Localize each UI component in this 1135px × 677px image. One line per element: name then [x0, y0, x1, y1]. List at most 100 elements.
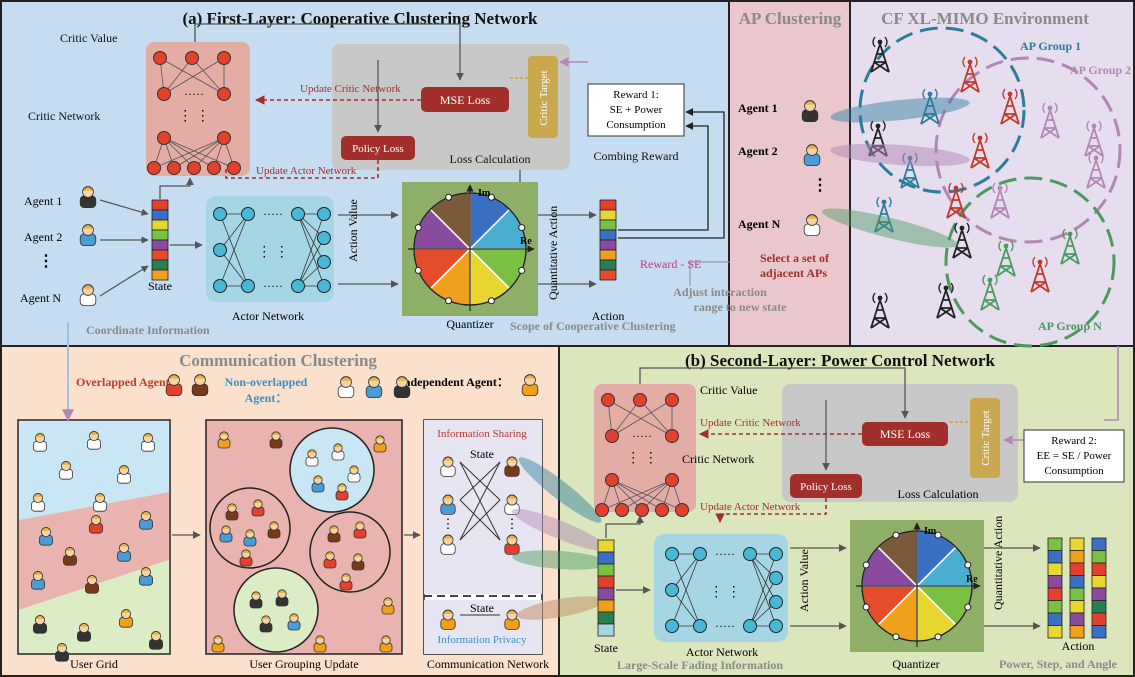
beam-comm-1 [518, 457, 602, 523]
agent-to-state-arrow [99, 265, 149, 297]
communication-network-label: Communication Network [427, 657, 549, 671]
critic-value-label: Critic Value [60, 31, 117, 45]
actor-node [213, 207, 227, 221]
agent-icon [504, 609, 520, 630]
critic-network-a: ⋮ ⋮····· [146, 42, 250, 176]
agent-icon [79, 186, 97, 208]
vector-cell [599, 249, 617, 261]
vector-cell [1069, 562, 1085, 576]
vector-cell [1047, 612, 1063, 626]
ap-tower-icon [1060, 228, 1080, 265]
information-privacy-label: Information Privacy [438, 634, 527, 646]
ap-ellipsis: ⋮ [812, 177, 828, 194]
ap-agent-1-label: Agent 1 [738, 101, 778, 115]
agents-column-a [79, 186, 149, 306]
ap-tower-icon [874, 196, 894, 233]
beam-agent-n [822, 208, 958, 248]
ap-group-1-label: AP Group 1 [1020, 39, 1081, 53]
vector-cell [1069, 550, 1085, 564]
actor-node [665, 547, 679, 561]
vector-cell [1069, 587, 1085, 601]
network-dots: ⋮ [442, 516, 455, 531]
independent-label: Independent Agent： [399, 375, 509, 389]
quantizer-point [518, 224, 526, 232]
critic-node [665, 393, 679, 407]
update-critic-label-b: Update Critic Network [700, 417, 801, 429]
ap-agent-n-label: Agent N [738, 217, 781, 231]
vector-cell [599, 219, 617, 231]
vector-cell [1047, 575, 1063, 589]
critic-edge [621, 479, 673, 511]
agent-2-label-a: Agent 2 [24, 230, 62, 244]
actor-network-a: ··········⋮ ⋮ [206, 196, 334, 302]
actor-edge [297, 213, 325, 287]
vector-cell [599, 259, 617, 271]
quantizer-point [892, 531, 900, 539]
ap-towers [868, 36, 1106, 329]
beam-agent-2 [830, 143, 970, 167]
agent-icon [275, 589, 289, 607]
vector-cell [597, 599, 615, 613]
ap-tower-icon [996, 240, 1016, 277]
actor-network-label-a: Actor Network [232, 309, 304, 323]
quantizer-point [414, 224, 422, 232]
actor-edge [219, 213, 249, 287]
critic-edge [163, 57, 193, 95]
action-to-reward-a [618, 122, 709, 231]
vector-cell [1091, 550, 1107, 564]
vector-cell [599, 209, 617, 221]
action-vectors-b [1047, 537, 1107, 639]
vector-cell [599, 269, 617, 281]
ap-tower-icon [952, 222, 972, 259]
actor-edge [749, 553, 777, 603]
actor-edge [671, 553, 701, 591]
actor-node [769, 619, 783, 633]
critic-node [675, 503, 689, 517]
actor-dots: ⋮ ⋮ [257, 245, 289, 260]
vector-cell [1091, 575, 1107, 589]
vector-cell [599, 239, 617, 251]
critic-edge [611, 399, 673, 437]
critic-edge [173, 137, 225, 169]
critic-edge [163, 57, 225, 95]
critic-edge [153, 137, 225, 169]
update-critic-label-a: Update Critic Network [300, 83, 401, 95]
agent-icon [287, 613, 301, 631]
first-layer-title: (a) First-Layer: Cooperative Clustering … [182, 9, 538, 28]
network-state-label-bottom: State [470, 601, 494, 615]
im-label-b: Im [924, 526, 937, 537]
agent-icon [381, 597, 395, 615]
quantizer-point [487, 297, 495, 305]
adjust-arrow [689, 261, 730, 286]
agent-icon [504, 456, 520, 477]
ap-tower-icon [1084, 120, 1104, 157]
actor-edge [749, 553, 777, 627]
overlapped-label: Overlapped Agent： [76, 375, 182, 389]
environment-title: CF XL-MIMO Environment [881, 9, 1089, 28]
agent-icon [243, 529, 257, 547]
vector-cell [1091, 537, 1107, 551]
svg-text:SE + Power: SE + Power [610, 104, 663, 116]
critic-dots: ····· [184, 87, 204, 101]
critic-value-arrow-a [194, 23, 464, 81]
quantizer-point [862, 561, 870, 569]
agent-icon [119, 608, 134, 628]
ap-tower-icon [1086, 152, 1106, 189]
agent-icon [504, 534, 520, 555]
actor-node [317, 207, 331, 221]
agent-icon [219, 525, 233, 543]
user-grid [17, 419, 171, 662]
actor-node [317, 231, 331, 245]
agent-icon [55, 642, 70, 662]
quantizer-point [487, 193, 495, 201]
large-scale-label: Large-Scale Fading Information [617, 658, 783, 672]
agent-icon [59, 460, 74, 480]
critic-node [217, 51, 231, 65]
agent-icon [313, 635, 327, 653]
actor-node [743, 619, 757, 633]
legend-agents [165, 374, 539, 398]
ap-tower-icon [1040, 102, 1060, 139]
policy-loss-b: Policy Loss [800, 481, 852, 493]
state-to-critic-a [159, 177, 194, 199]
agent-icon [138, 566, 153, 586]
